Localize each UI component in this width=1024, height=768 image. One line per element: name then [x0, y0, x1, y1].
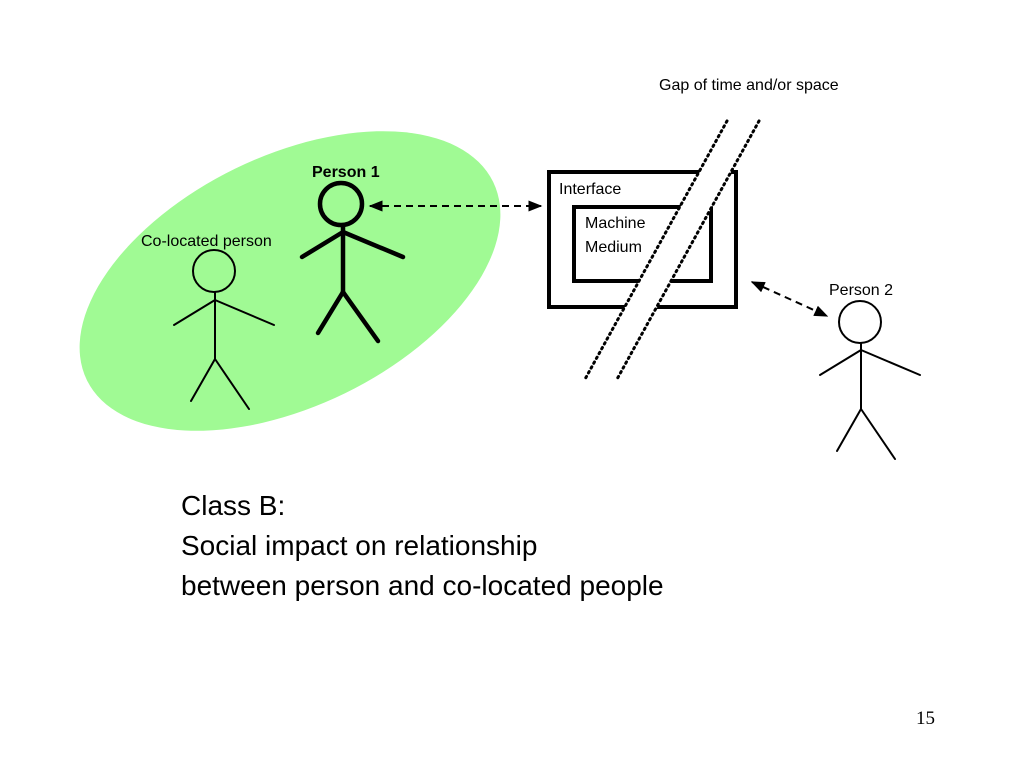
colocation-region	[79, 131, 501, 431]
slide-caption: Class B: Social impact on relationship b…	[181, 486, 664, 606]
gap-line-left	[582, 119, 729, 383]
person1-label: Person 1	[312, 164, 380, 181]
caption-line-2: Social impact on relationship	[181, 530, 538, 561]
person2-figure	[819, 300, 921, 460]
page-number: 15	[916, 708, 935, 729]
colocated-person-figure	[173, 249, 275, 410]
caption-line-1: Class B:	[181, 490, 286, 521]
person2-label: Person 2	[829, 282, 894, 299]
arrow-interface-person2	[750, 281, 829, 317]
colocated-person-label: Co-located person	[141, 233, 272, 250]
person1-figure	[299, 180, 406, 344]
gap-line-right	[614, 119, 761, 383]
gap-label: Gap of time and/or space	[659, 77, 839, 94]
machine-label: Machine	[585, 215, 646, 232]
interface-label: Interface	[559, 181, 622, 198]
gap-band	[584, 121, 759, 381]
caption-line-3: between person and co-located people	[181, 570, 664, 601]
medium-label: Medium	[585, 239, 642, 256]
